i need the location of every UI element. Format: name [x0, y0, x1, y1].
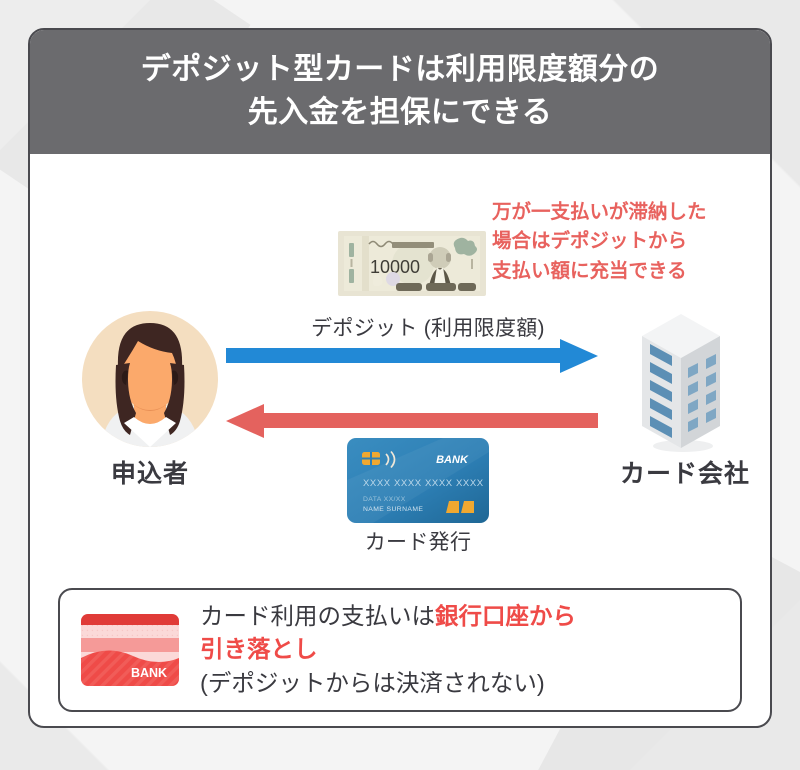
payment-info-prefix: カード利用の支払いは: [200, 602, 435, 629]
card-company-label: カード会社: [619, 460, 750, 488]
office-building-icon: [628, 306, 734, 456]
bank-card-red-icon: BANK: [60, 614, 200, 686]
deposit-arrow-right: [226, 339, 598, 373]
deposit-flow-label: デポジット (利用限度額): [311, 317, 545, 340]
payment-info-line-3: (デポジットからは決済されない): [200, 669, 545, 696]
payment-info-line-1: カード利用の支払いは銀行口座から: [200, 600, 722, 633]
credit-card-icon: BANK XXXX XXXX XXXX XXXX DATA XX/XX NAME…: [347, 438, 489, 523]
svg-text:BANK: BANK: [131, 666, 167, 680]
person-avatar-icon: [82, 311, 218, 447]
payment-info-text: カード利用の支払いは銀行口座から 引き落とし (デポジットからは決済されない): [200, 600, 740, 700]
svg-text:NAME SURNAME: NAME SURNAME: [363, 506, 423, 513]
banknote-10000-yen: 10000: [338, 231, 486, 296]
warning-note: 万が一支払いが滞納した 場合はデポジットから 支払い額に充当できる: [492, 201, 707, 282]
payment-info-highlight-2: 引き落とし: [200, 636, 318, 663]
main-panel: デポジット型カードは利用限度額分の 先入金を担保にできる 万が一支払いが滞納した…: [28, 28, 772, 728]
applicant-label: 申込者: [110, 460, 189, 488]
svg-text:XXXX XXXX XXXX XXXX: XXXX XXXX XXXX XXXX: [363, 478, 484, 489]
svg-text:BANK: BANK: [436, 454, 469, 466]
card-issue-label: カード発行: [364, 531, 472, 554]
svg-text:10000: 10000: [370, 257, 420, 277]
card-issue-arrow-left: [226, 404, 598, 438]
diagram-area: 万が一支払いが滞納した 場合はデポジットから 支払い額に充当できる 10000: [30, 156, 770, 726]
payment-info-box: BANK カード利用の支払いは銀行口座から 引き落とし (デポジットからは決済さ…: [58, 588, 742, 712]
payment-info-highlight-1: 銀行口座から: [435, 602, 576, 629]
panel-header: デポジット型カードは利用限度額分の 先入金を担保にできる: [30, 30, 770, 154]
page-title: デポジット型カードは利用限度額分の 先入金を担保にできる: [140, 52, 660, 130]
svg-text:DATA XX/XX: DATA XX/XX: [363, 496, 406, 503]
